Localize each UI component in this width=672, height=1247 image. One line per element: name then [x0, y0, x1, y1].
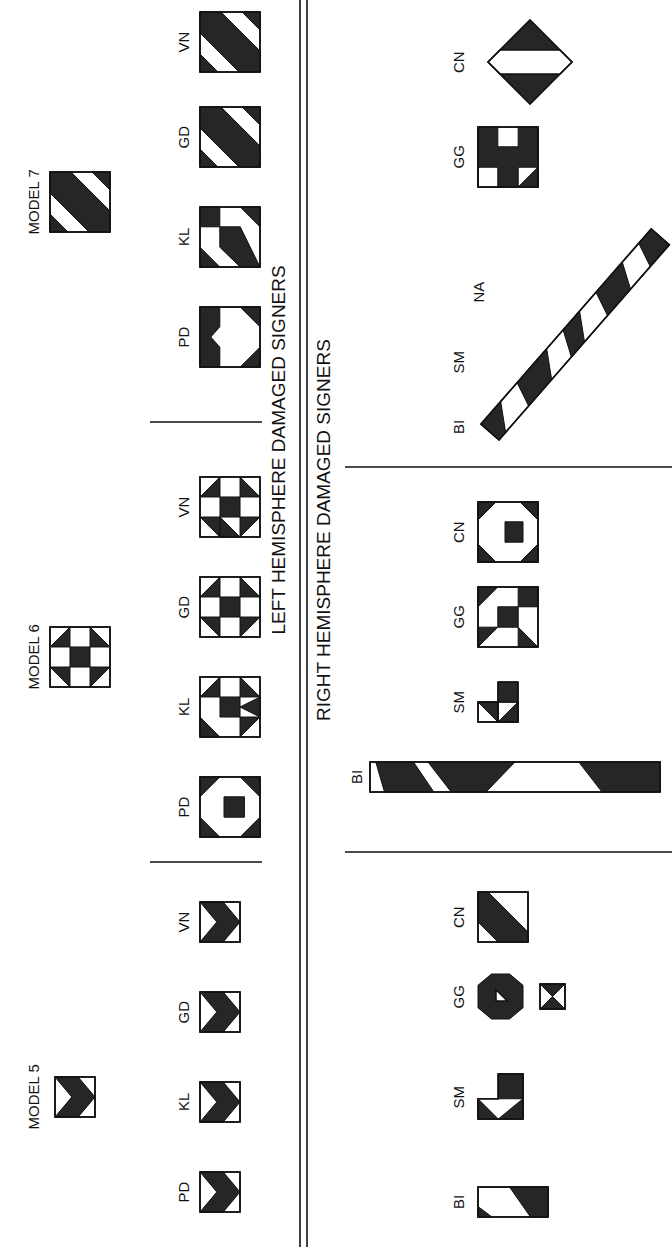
note-label: NA — [470, 282, 487, 303]
section-title: LEFT HEMISPHERE DAMAGED SIGNERS — [268, 265, 290, 634]
patient-block — [200, 477, 260, 537]
patient-block — [478, 974, 523, 1019]
patient-block — [370, 762, 660, 792]
patient-code: KL — [175, 698, 192, 716]
model-label: MODEL 5 — [25, 1064, 42, 1129]
patient-block — [478, 587, 538, 647]
patient-code: GD — [175, 1001, 192, 1024]
patient-block — [478, 682, 518, 722]
model-block — [50, 627, 110, 687]
patient-code: BI — [450, 420, 467, 434]
patient-code: SM — [450, 351, 467, 374]
diamond-block — [488, 20, 572, 104]
patient-code: KL — [175, 1093, 192, 1111]
patient-code: VN — [175, 32, 192, 53]
patient-code: GG — [450, 985, 467, 1008]
patient-code: SM — [450, 691, 467, 714]
model-label: MODEL 7 — [25, 169, 42, 234]
patient-code: CN — [450, 51, 467, 73]
patient-code: BI — [348, 770, 365, 784]
row-divider — [306, 0, 308, 1247]
section-title: RIGHT HEMISPHERE DAMAGED SIGNERS — [313, 339, 335, 721]
patient-code: GG — [450, 145, 467, 168]
patient-code: PD — [175, 797, 192, 818]
diagonal-block-bar — [481, 229, 669, 440]
group-separator — [345, 851, 672, 853]
patient-block — [200, 1082, 240, 1122]
patient-code: GD — [175, 126, 192, 149]
patient-block — [200, 992, 240, 1032]
patient-code: VN — [175, 497, 192, 518]
model-block — [50, 172, 110, 232]
patient-code: PD — [175, 327, 192, 348]
patient-block — [200, 207, 260, 267]
patient-code: BI — [450, 1195, 467, 1209]
patient-code: GD — [175, 596, 192, 619]
patient-block — [478, 1074, 523, 1119]
patient-block — [200, 1172, 240, 1212]
patient-code: KL — [175, 228, 192, 246]
patient-code: CN — [450, 521, 467, 543]
patient-code: PD — [175, 1182, 192, 1203]
patient-code: CN — [450, 906, 467, 928]
group-separator — [345, 466, 672, 468]
patient-block — [540, 984, 565, 1009]
patient-block — [478, 127, 538, 187]
patient-code: VN — [175, 912, 192, 933]
patient-block — [200, 777, 260, 837]
patient-block — [200, 902, 240, 942]
model-label: MODEL 6 — [25, 624, 42, 689]
row-divider — [299, 0, 301, 1247]
patient-code: GG — [450, 605, 467, 628]
patient-block — [478, 892, 528, 942]
patient-block — [478, 1187, 548, 1217]
patient-block — [200, 677, 260, 737]
patient-block — [200, 307, 260, 367]
group-separator — [150, 421, 262, 423]
model-block — [55, 1077, 95, 1117]
patient-code: SM — [450, 1086, 467, 1109]
patient-block — [200, 12, 260, 72]
patient-block — [200, 107, 260, 167]
group-separator — [150, 861, 262, 863]
patient-block — [478, 502, 538, 562]
patient-block — [200, 577, 260, 637]
